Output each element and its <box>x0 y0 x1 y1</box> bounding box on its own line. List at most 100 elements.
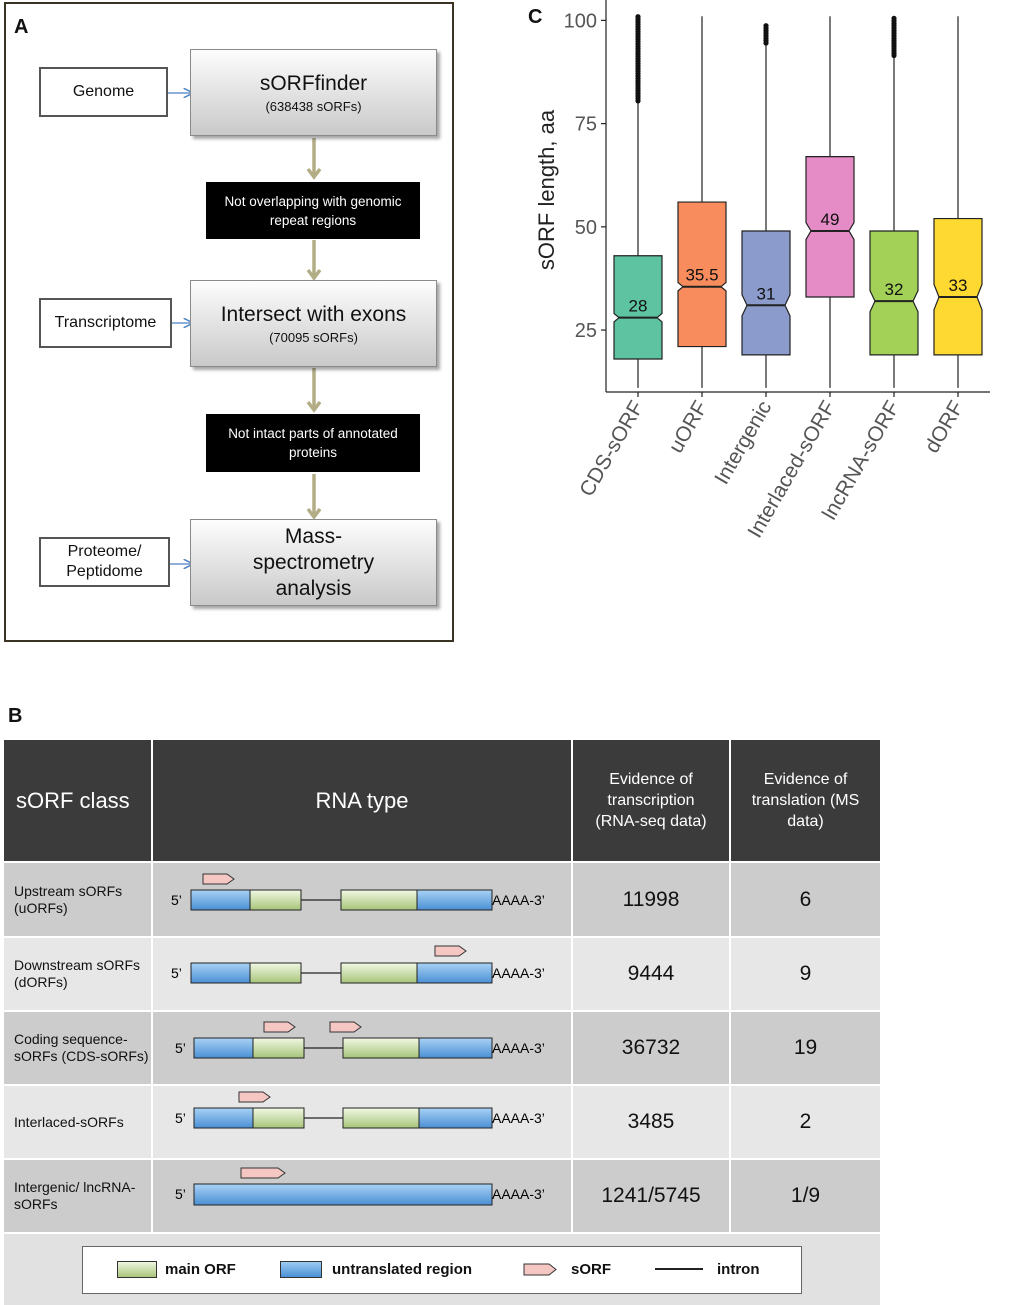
box-CDS-sORF: 28 <box>613 14 663 388</box>
table-row: Coding sequence-sORFs (CDS-sORFs) 5’ AAA… <box>4 1010 880 1085</box>
panel-c-label: C <box>528 6 543 28</box>
box-body <box>869 230 919 356</box>
legend-utr-label: untranslated region <box>332 1260 473 1278</box>
flow-arrows <box>168 4 322 644</box>
five-prime-label: 5’ <box>171 965 182 981</box>
sorf-marker <box>434 945 467 957</box>
utr-segment <box>190 962 251 984</box>
x-tick-label: CDS-sORF <box>575 397 648 500</box>
khaki-arrows <box>306 138 322 520</box>
utr-segment <box>418 1107 493 1129</box>
box-body <box>613 255 663 360</box>
main-orf-swatch <box>117 1260 157 1278</box>
legend-intron: intron <box>655 1261 760 1278</box>
genome-box: Genome <box>39 67 168 117</box>
legend-row: main ORF untranslated region sORF intron <box>4 1232 880 1305</box>
y-tick-label: 50 <box>575 217 597 239</box>
panel-a-flowchart: Genome Transcriptome Proteome/ Peptidome… <box>4 2 454 642</box>
translation-value: 6 <box>730 861 880 937</box>
median-label: 49 <box>821 210 840 229</box>
transcription-value: 1241/5745 <box>572 1158 731 1233</box>
y-tick-label: 100 <box>564 10 597 32</box>
sorf-swatch <box>523 1263 557 1275</box>
sorf-class-cell: Interlaced-sORFs <box>4 1084 153 1159</box>
box-uORF: 35.5 <box>677 16 727 388</box>
step-title: Mass-spectrometry analysis <box>252 524 375 600</box>
median-label: 35.5 <box>685 266 718 285</box>
translation-value: 19 <box>730 1010 880 1085</box>
main-orf-segment <box>342 1037 420 1059</box>
rna-diagram-dorf: 5’ AAAA-3’ <box>171 945 545 984</box>
translation-value: 9 <box>730 936 880 1011</box>
step-title: Intersect with exons <box>220 303 407 326</box>
box-Intergenic: 31 <box>741 23 791 388</box>
main-orf-segment <box>252 1037 305 1059</box>
panel-b-label: B <box>8 705 23 727</box>
utr-segment <box>193 1037 254 1059</box>
main-orf-segment <box>252 1107 305 1129</box>
legend-main-orf: main ORF <box>117 1260 236 1278</box>
utr-segment <box>193 1107 254 1129</box>
table-row: Interlaced-sORFs 5’ AAAA-3’ 3485 2 <box>4 1084 880 1159</box>
five-prime-label: 5’ <box>171 892 182 908</box>
median-label: 31 <box>757 284 776 303</box>
sorf-marker <box>240 1167 286 1179</box>
legend-intron-label: intron <box>717 1260 760 1278</box>
header-translation: Evidence of translation (MS data) <box>751 771 860 830</box>
sorf-class-cell: Coding sequence-sORFs (CDS-sORFs) <box>4 1010 153 1085</box>
outlier-point <box>891 15 897 21</box>
rna-type-cell: 5’ AAAA-3’ <box>152 861 573 937</box>
legend-sorf-label: sORF <box>571 1260 612 1278</box>
box-Interlaced-sORF: 49 <box>805 16 855 388</box>
three-prime-label: AAAA-3’ <box>492 1040 545 1056</box>
main-orf-segment <box>249 962 302 984</box>
translation-value: 1/9 <box>730 1158 880 1233</box>
box-lncRNA-sORF: 32 <box>869 15 919 388</box>
legend: main ORF untranslated region sORF intron <box>82 1245 802 1294</box>
legend-main-orf-label: main ORF <box>165 1260 236 1278</box>
box-body <box>805 156 855 298</box>
rna-type-cell: 5’ AAAA-3’ <box>152 1010 573 1085</box>
rna-diagram-cds: 5’ AAAA-3’ <box>175 1021 545 1059</box>
table-header-row: sORF class RNA type Evidence of transcri… <box>4 740 880 862</box>
rna-diagram-uorf: 5’ AAAA-3’ <box>171 873 545 911</box>
main-orf-segment <box>340 889 418 911</box>
box-body <box>741 230 791 356</box>
step-subtitle: (638438 sORFs) <box>265 99 362 114</box>
outlier-point <box>763 23 769 29</box>
utr-segment <box>416 962 493 984</box>
three-prime-label: AAAA-3’ <box>492 1110 545 1126</box>
main-orf-segment <box>342 1107 420 1129</box>
repeat-filter-box: Not overlapping with genomic repeat regi… <box>206 182 420 239</box>
box-body <box>677 201 727 348</box>
transcription-value: 36732 <box>572 1010 731 1085</box>
y-tick-label: 25 <box>575 320 597 342</box>
sorf-marker <box>238 1091 271 1103</box>
box-dORF: 33 <box>933 16 983 388</box>
sorf-marker <box>329 1021 362 1033</box>
rna-type-cell: 5’ AAAA-3’ <box>152 936 573 1011</box>
y-tick-label: 75 <box>575 114 597 136</box>
rna-type-cell: 5’ AAAA-3’ <box>152 1158 573 1233</box>
transcription-value: 3485 <box>572 1084 731 1159</box>
sorf-class-cell: Downstream sORFs (dORFs) <box>4 936 153 1011</box>
y-ticks: 25 50 75 100 <box>564 10 606 342</box>
step-title: sORFfinder <box>259 72 368 95</box>
sorf-class-cell: Upstream sORFs (uORFs) <box>4 861 153 937</box>
legend-sorf: sORF <box>523 1261 611 1278</box>
main-orf-segment <box>340 962 418 984</box>
header-sorf-class: sORF class <box>4 740 153 862</box>
x-tick-label: Intergenic <box>710 397 776 488</box>
intersect-exons-step: Intersect with exons (70095 sORFs) <box>190 280 437 367</box>
x-tick-label: uORF <box>664 397 712 457</box>
x-tick-label: dORF <box>920 397 968 457</box>
median-label: 32 <box>885 280 904 299</box>
sorf-marker <box>202 873 235 885</box>
sorffinder-step: sORFfinder (638438 sORFs) <box>190 49 437 136</box>
legend-utr: untranslated region <box>280 1260 473 1278</box>
table-row: Downstream sORFs (dORFs) 5’ AAAA-3’ 9444… <box>4 936 880 1011</box>
annotated-filter-box: Not intact parts of annotated proteins <box>206 414 420 472</box>
sorf-class-table: sORF class RNA type Evidence of transcri… <box>4 740 880 1305</box>
